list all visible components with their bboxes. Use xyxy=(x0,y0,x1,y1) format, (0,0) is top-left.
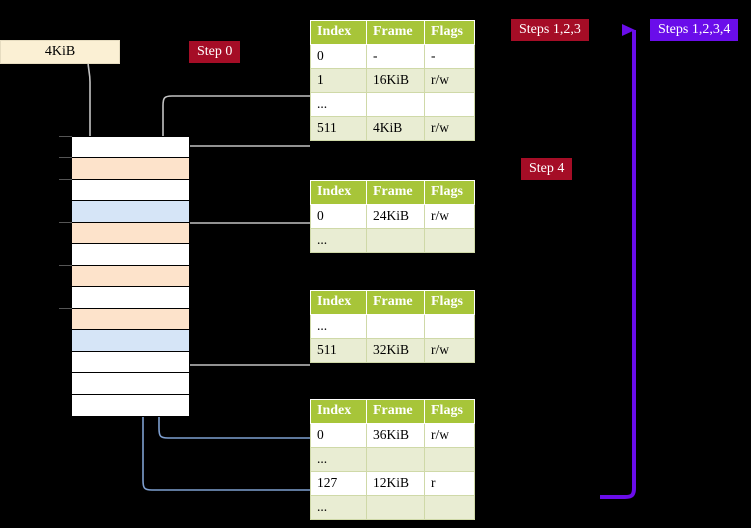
wire-steps-1234-arrow xyxy=(600,24,636,499)
cell-index: ... xyxy=(310,314,367,339)
cell-index: ... xyxy=(310,495,367,520)
cell-frame xyxy=(366,495,425,520)
table-row: ... xyxy=(310,495,475,520)
badge-step-4: Step 4 xyxy=(521,158,573,180)
memory-boundary-tick xyxy=(59,264,72,266)
memory-frame-row xyxy=(72,179,189,202)
cell-frame: - xyxy=(366,44,425,69)
table-row: ... xyxy=(310,92,475,117)
column-header-frame: Frame xyxy=(366,290,425,315)
physical-memory-column xyxy=(71,136,190,417)
memory-frame-row xyxy=(72,373,189,395)
column-header-index: Index xyxy=(310,180,367,205)
badge-step-0: Step 0 xyxy=(189,41,241,63)
memory-frame-row xyxy=(72,330,189,352)
cell-frame: 36KiB xyxy=(366,423,425,448)
cell-flags xyxy=(424,228,475,253)
memory-frame-row xyxy=(72,287,189,309)
cell-flags: r/w xyxy=(424,204,475,229)
cell-frame xyxy=(366,92,425,117)
badge-steps-1234: Steps 1,2,3,4 xyxy=(650,19,739,41)
memory-frame-row xyxy=(72,201,189,223)
cell-index: 511 xyxy=(310,338,367,363)
memory-frame-row xyxy=(72,222,189,245)
cell-flags xyxy=(424,447,475,472)
column-header-frame: Frame xyxy=(366,180,425,205)
cell-index: ... xyxy=(310,92,367,117)
memory-frame-row xyxy=(72,265,189,288)
memory-frame-row xyxy=(72,308,189,331)
cell-frame: 12KiB xyxy=(366,471,425,496)
cell-flags: r/w xyxy=(424,423,475,448)
column-header-frame: Frame xyxy=(366,20,425,45)
cell-index: ... xyxy=(310,228,367,253)
cell-flags: r xyxy=(424,471,475,496)
cell-flags: r/w xyxy=(424,338,475,363)
table-row: ... xyxy=(310,314,475,339)
wire-t2-row0 xyxy=(175,222,310,257)
cell-frame xyxy=(366,228,425,253)
cell-index: 0 xyxy=(310,423,367,448)
cell-index: 0 xyxy=(310,204,367,229)
cell-index: ... xyxy=(310,447,367,472)
cell-flags: r/w xyxy=(424,116,475,141)
column-header-flags: Flags xyxy=(424,290,475,315)
memory-frame-row xyxy=(72,244,189,266)
badge-steps-123: Steps 1,2,3 xyxy=(511,19,589,41)
cell-frame xyxy=(366,447,425,472)
column-header-index: Index xyxy=(310,290,367,315)
wire-t3-row511 xyxy=(168,302,310,366)
cell-frame: 4KiB xyxy=(366,116,425,141)
memory-frame-row xyxy=(72,137,189,159)
cell-frame: 24KiB xyxy=(366,204,425,229)
cell-index: 127 xyxy=(310,471,367,496)
memory-boundary-tick xyxy=(59,221,72,223)
cell-flags xyxy=(424,314,475,339)
cell-flags xyxy=(424,495,475,520)
cell-frame xyxy=(366,314,425,339)
column-header-flags: Flags xyxy=(424,20,475,45)
memory-boundary-tick xyxy=(59,178,72,180)
column-header-index: Index xyxy=(310,20,367,45)
table-row: ... xyxy=(310,447,475,472)
memory-frame-row xyxy=(72,158,189,180)
memory-boundary-tick xyxy=(59,157,72,159)
column-header-flags: Flags xyxy=(424,180,475,205)
cell-index: 0 xyxy=(310,44,367,69)
memory-frame-row xyxy=(72,351,189,374)
cell-index: 511 xyxy=(310,116,367,141)
cell-index: 1 xyxy=(310,68,367,93)
memory-boundary-tick xyxy=(59,307,72,309)
column-header-flags: Flags xyxy=(424,399,475,424)
memory-frame-row xyxy=(72,394,189,416)
cell-flags xyxy=(424,92,475,117)
cell-frame: 16KiB xyxy=(366,68,425,93)
memory-boundary-tick xyxy=(59,136,72,137)
table-row: 0-- xyxy=(310,44,475,69)
column-header-frame: Frame xyxy=(366,399,425,424)
column-header-index: Index xyxy=(310,399,367,424)
table-row: ... xyxy=(310,228,475,253)
cell-frame: 32KiB xyxy=(366,338,425,363)
cell-flags: r/w xyxy=(424,68,475,93)
cell-flags: - xyxy=(424,44,475,69)
memory-size-label: 4KiB xyxy=(0,40,120,64)
